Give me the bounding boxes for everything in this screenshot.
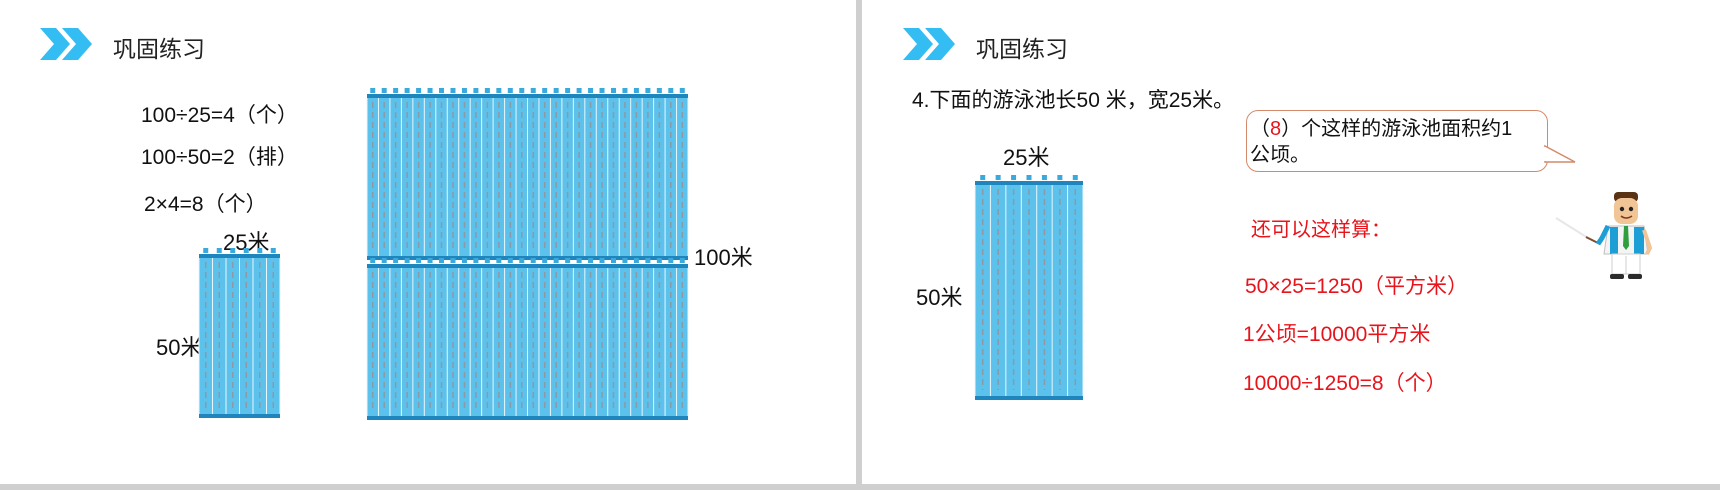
- speech-bubble: [1246, 110, 1548, 172]
- pool-width-label: 25米: [1003, 145, 1050, 170]
- bubble-answer: 8: [1270, 118, 1282, 140]
- small-pool-image: [198, 248, 281, 418]
- bubble-text-line2: 公顷。: [1250, 144, 1310, 166]
- calculation-3: 10000÷1250=8（个）: [1243, 372, 1447, 395]
- question-text: 4.下面的游泳池长50 米，宽25米。: [912, 89, 1235, 112]
- pool-image: [974, 175, 1084, 400]
- equation-2: 100÷50=2（排）: [141, 146, 298, 169]
- calculation-2: 1公顷=10000平方米: [1243, 323, 1431, 346]
- speech-bubble-tail: [1543, 144, 1576, 163]
- bottom-bar: [0, 484, 1720, 490]
- big-pool-length-label: 100米: [694, 245, 753, 270]
- pool-length-label: 50米: [916, 285, 963, 310]
- speech-bubble-text: （8）个这样的游泳池面积约1 公顷。: [1250, 116, 1550, 168]
- big-pool-bottom-half: [366, 258, 689, 420]
- small-pool-length-label: 50米: [156, 335, 203, 360]
- equation-3: 2×4=8（个）: [144, 193, 267, 216]
- bubble-text-line1: ）个这样的游泳池面积约1: [1281, 118, 1513, 140]
- equation-1: 100÷25=4（个）: [141, 104, 298, 127]
- calculation-1: 50×25=1250（平方米）: [1245, 275, 1468, 298]
- chevron-arrows-icon: [903, 28, 955, 60]
- bubble-open-paren: （: [1250, 118, 1270, 140]
- slide-divider: [856, 0, 862, 490]
- right-title: 巩固练习: [976, 36, 1068, 62]
- hint-text: 还可以这样算：: [1251, 219, 1391, 241]
- teacher-illustration: [1555, 192, 1653, 279]
- chevron-arrows-icon: [40, 28, 92, 60]
- big-pool-top-half: [366, 88, 689, 260]
- left-title: 巩固练习: [113, 36, 205, 62]
